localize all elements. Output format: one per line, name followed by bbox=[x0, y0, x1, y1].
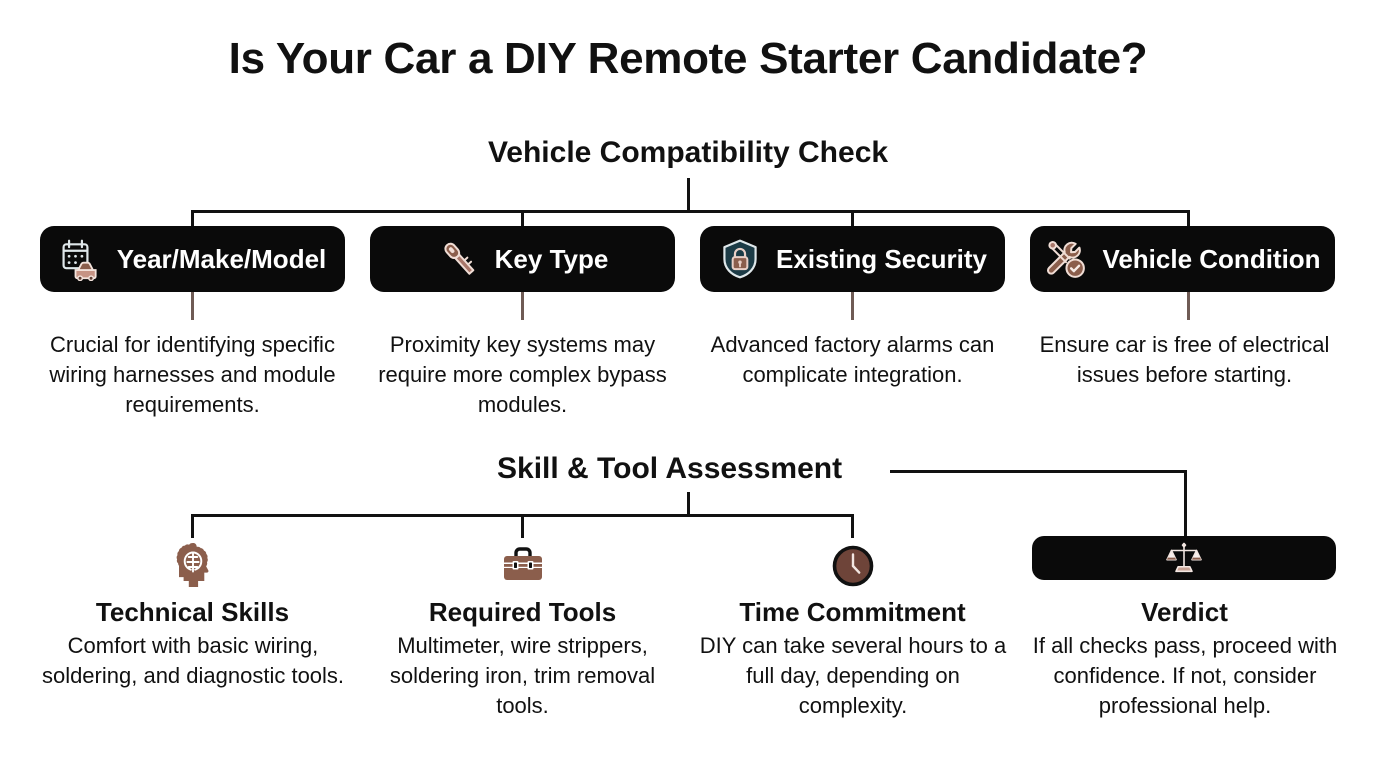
card-label: Existing Security bbox=[776, 243, 987, 274]
desc-existing-security: Advanced factory alarms can complicate i… bbox=[710, 332, 995, 387]
page-title: Is Your Car a DIY Remote Starter Candida… bbox=[228, 34, 1148, 83]
stub-1-3 bbox=[851, 292, 854, 320]
desc-key-type: Proximity key systems may require more c… bbox=[378, 332, 667, 417]
card-key-type[interactable]: Key Type bbox=[370, 226, 675, 292]
connector-drop-1-2 bbox=[521, 210, 524, 226]
connector-verdict-drop bbox=[1184, 470, 1187, 536]
toolbox-icon bbox=[504, 547, 542, 580]
calendar-car-icon bbox=[62, 239, 97, 281]
stub-1-2 bbox=[521, 292, 524, 320]
connector-stem-2 bbox=[687, 492, 690, 514]
title-time-commitment: Time Commitment bbox=[739, 597, 966, 627]
connector-drop-2-1 bbox=[191, 514, 194, 538]
connector-drop-1-1 bbox=[191, 210, 194, 226]
title-technical-skills: Technical Skills bbox=[95, 597, 290, 627]
desc-time-commitment: DIY can take several hours to a full day… bbox=[699, 633, 1007, 718]
connector-drop-1-3 bbox=[851, 210, 854, 226]
connector-bus-1 bbox=[191, 210, 1190, 213]
desc-year-make-model: Crucial for identifying specific wiring … bbox=[49, 332, 336, 417]
section-header-compatibility: Vehicle Compatibility Check bbox=[487, 136, 889, 169]
connector-drop-2-3 bbox=[851, 514, 854, 538]
card-existing-security[interactable]: Existing Security bbox=[700, 226, 1005, 292]
card-vehicle-condition[interactable]: Vehicle Condition bbox=[1030, 226, 1335, 292]
card-label: Key Type bbox=[494, 243, 609, 274]
title-verdict: Verdict bbox=[1141, 597, 1228, 627]
gear-head-brain-icon bbox=[176, 543, 209, 587]
connector-drop-1-4 bbox=[1187, 210, 1190, 226]
desc-vehicle-condition: Ensure car is free of electrical issues … bbox=[1039, 332, 1330, 387]
card-label: Year/Make/Model bbox=[116, 243, 327, 274]
key-icon bbox=[444, 242, 474, 275]
connector-header-to-verdict bbox=[890, 470, 1187, 473]
shield-lock-icon bbox=[723, 239, 757, 279]
card-label: Vehicle Condition bbox=[1102, 243, 1321, 274]
stub-1-1 bbox=[191, 292, 194, 320]
desc-technical-skills: Comfort with basic wiring, soldering, an… bbox=[41, 633, 345, 688]
wrench-check-icon bbox=[1047, 240, 1086, 278]
connector-drop-2-2 bbox=[521, 514, 524, 538]
desc-verdict: If all checks pass, proceed with confide… bbox=[1032, 633, 1338, 718]
card-year-make-model[interactable]: Year/Make/Model bbox=[40, 226, 345, 292]
connector-stem-1 bbox=[687, 178, 690, 210]
stub-1-4 bbox=[1187, 292, 1190, 320]
balance-scale-icon bbox=[1166, 542, 1202, 573]
desc-required-tools: Multimeter, wire strippers, soldering ir… bbox=[389, 633, 656, 718]
title-required-tools: Required Tools bbox=[428, 597, 617, 627]
clock-icon bbox=[832, 545, 874, 587]
section-header-skill-tool: Skill & Tool Assessment bbox=[497, 452, 843, 485]
card-verdict[interactable] bbox=[1032, 536, 1336, 580]
